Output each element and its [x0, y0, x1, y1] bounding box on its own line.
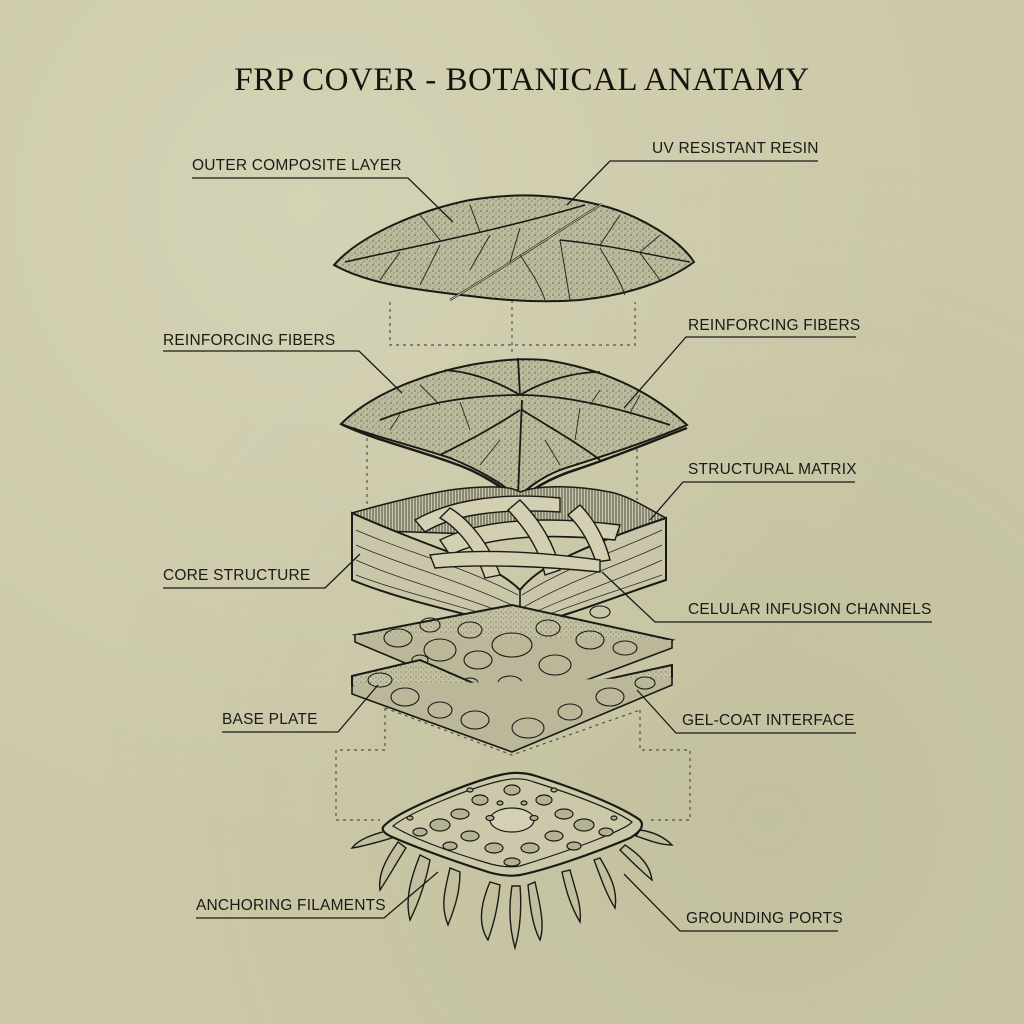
- base-plate-lower: [351, 658, 673, 753]
- label-anchoring-filaments: ANCHORING FILAMENTS: [196, 897, 386, 914]
- reinforcing-leaf-layer: [339, 357, 689, 504]
- diagram-title: FRP COVER - BOTANICAL ANATAMY: [234, 62, 810, 98]
- label-celular-infusion-channels: CELULAR INFUSION CHANNELS: [688, 601, 932, 618]
- outer-leaf-layer: [332, 194, 696, 303]
- label-gel-coat-interface: GEL-COAT INTERFACE: [682, 712, 855, 729]
- leader-lines: [163, 160, 932, 932]
- label-base-plate: BASE PLATE: [222, 711, 318, 728]
- label-outer-composite-layer: OUTER COMPOSITE LAYER: [192, 157, 402, 174]
- label-reinforcing-fibers-right: REINFORCING FIBERS: [688, 317, 861, 334]
- label-structural-matrix: STRUCTURAL MATRIX: [688, 461, 857, 478]
- label-reinforcing-fibers-left: REINFORCING FIBERS: [163, 332, 336, 349]
- label-uv-resistant-resin: UV RESISTANT RESIN: [652, 140, 819, 157]
- perforated-root-plate: [350, 771, 674, 951]
- label-grounding-ports: GROUNDING PORTS: [686, 910, 843, 927]
- label-core-structure: CORE STRUCTURE: [163, 567, 311, 584]
- cellular-plate-upper: [351, 603, 676, 709]
